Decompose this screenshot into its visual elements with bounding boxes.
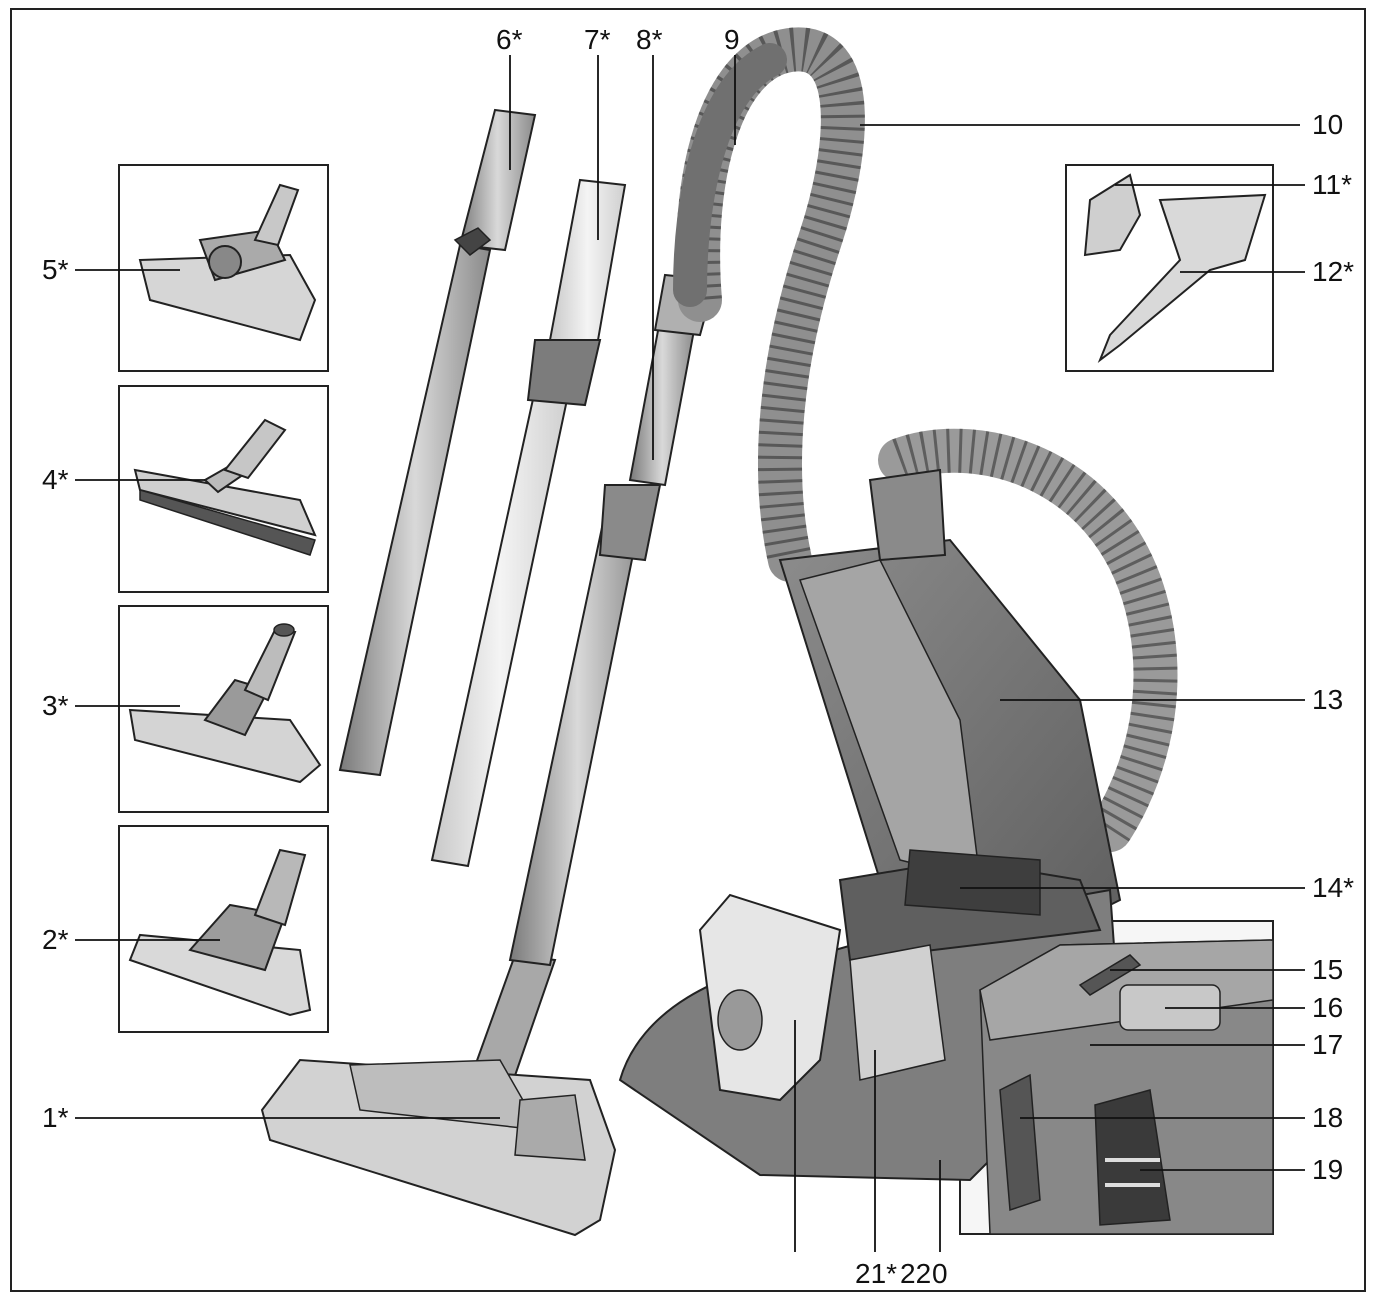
universal-floor-nozzle bbox=[128, 848, 312, 1017]
label-5: 5* bbox=[42, 254, 69, 285]
label-22: 22 bbox=[900, 1258, 932, 1289]
inset-box-5 bbox=[118, 164, 329, 372]
inset-box-3 bbox=[118, 605, 329, 813]
tube-with-main-nozzle bbox=[260, 273, 717, 1237]
label-4: 4* bbox=[42, 464, 69, 495]
label-8: 8* bbox=[636, 24, 663, 55]
inset-box-4 bbox=[118, 385, 329, 593]
label-6: 6* bbox=[496, 24, 523, 55]
label-15: 15 bbox=[1312, 954, 1344, 985]
label-19: 19 bbox=[1312, 1154, 1344, 1185]
label-3: 3* bbox=[42, 690, 69, 721]
extension-tube bbox=[430, 178, 627, 868]
parquet-brush-nozzle bbox=[133, 418, 317, 556]
label-20: 0 bbox=[932, 1258, 948, 1289]
label-16: 16 bbox=[1312, 992, 1344, 1023]
figure-border bbox=[10, 8, 1366, 1292]
label-10: 10 bbox=[1312, 109, 1344, 140]
label-21: 21* bbox=[855, 1258, 898, 1289]
label-9: 9 bbox=[724, 24, 740, 55]
control-panel-detail bbox=[979, 939, 1274, 1235]
label-2: 2* bbox=[42, 924, 69, 955]
turbo-brush-nozzle bbox=[138, 183, 317, 342]
leader-lines bbox=[75, 55, 1305, 1252]
nozzle-holder-and-upholstery-nozzle bbox=[1083, 173, 1267, 363]
inset-box-2 bbox=[118, 825, 329, 1033]
inset-box-11-12 bbox=[1065, 164, 1274, 372]
label-1: 1* bbox=[42, 1102, 69, 1133]
label-11: 11* bbox=[1312, 169, 1352, 200]
hard-floor-nozzle bbox=[128, 623, 322, 784]
label-14: 14* bbox=[1312, 872, 1355, 903]
label-13: 13 bbox=[1312, 684, 1344, 715]
label-18: 18 bbox=[1312, 1102, 1344, 1133]
label-7: 7* bbox=[584, 24, 611, 55]
label-12: 12* bbox=[1312, 256, 1355, 287]
telescopic-tube bbox=[338, 108, 537, 777]
suction-hose bbox=[673, 27, 1178, 852]
label-17: 17 bbox=[1312, 1029, 1344, 1060]
